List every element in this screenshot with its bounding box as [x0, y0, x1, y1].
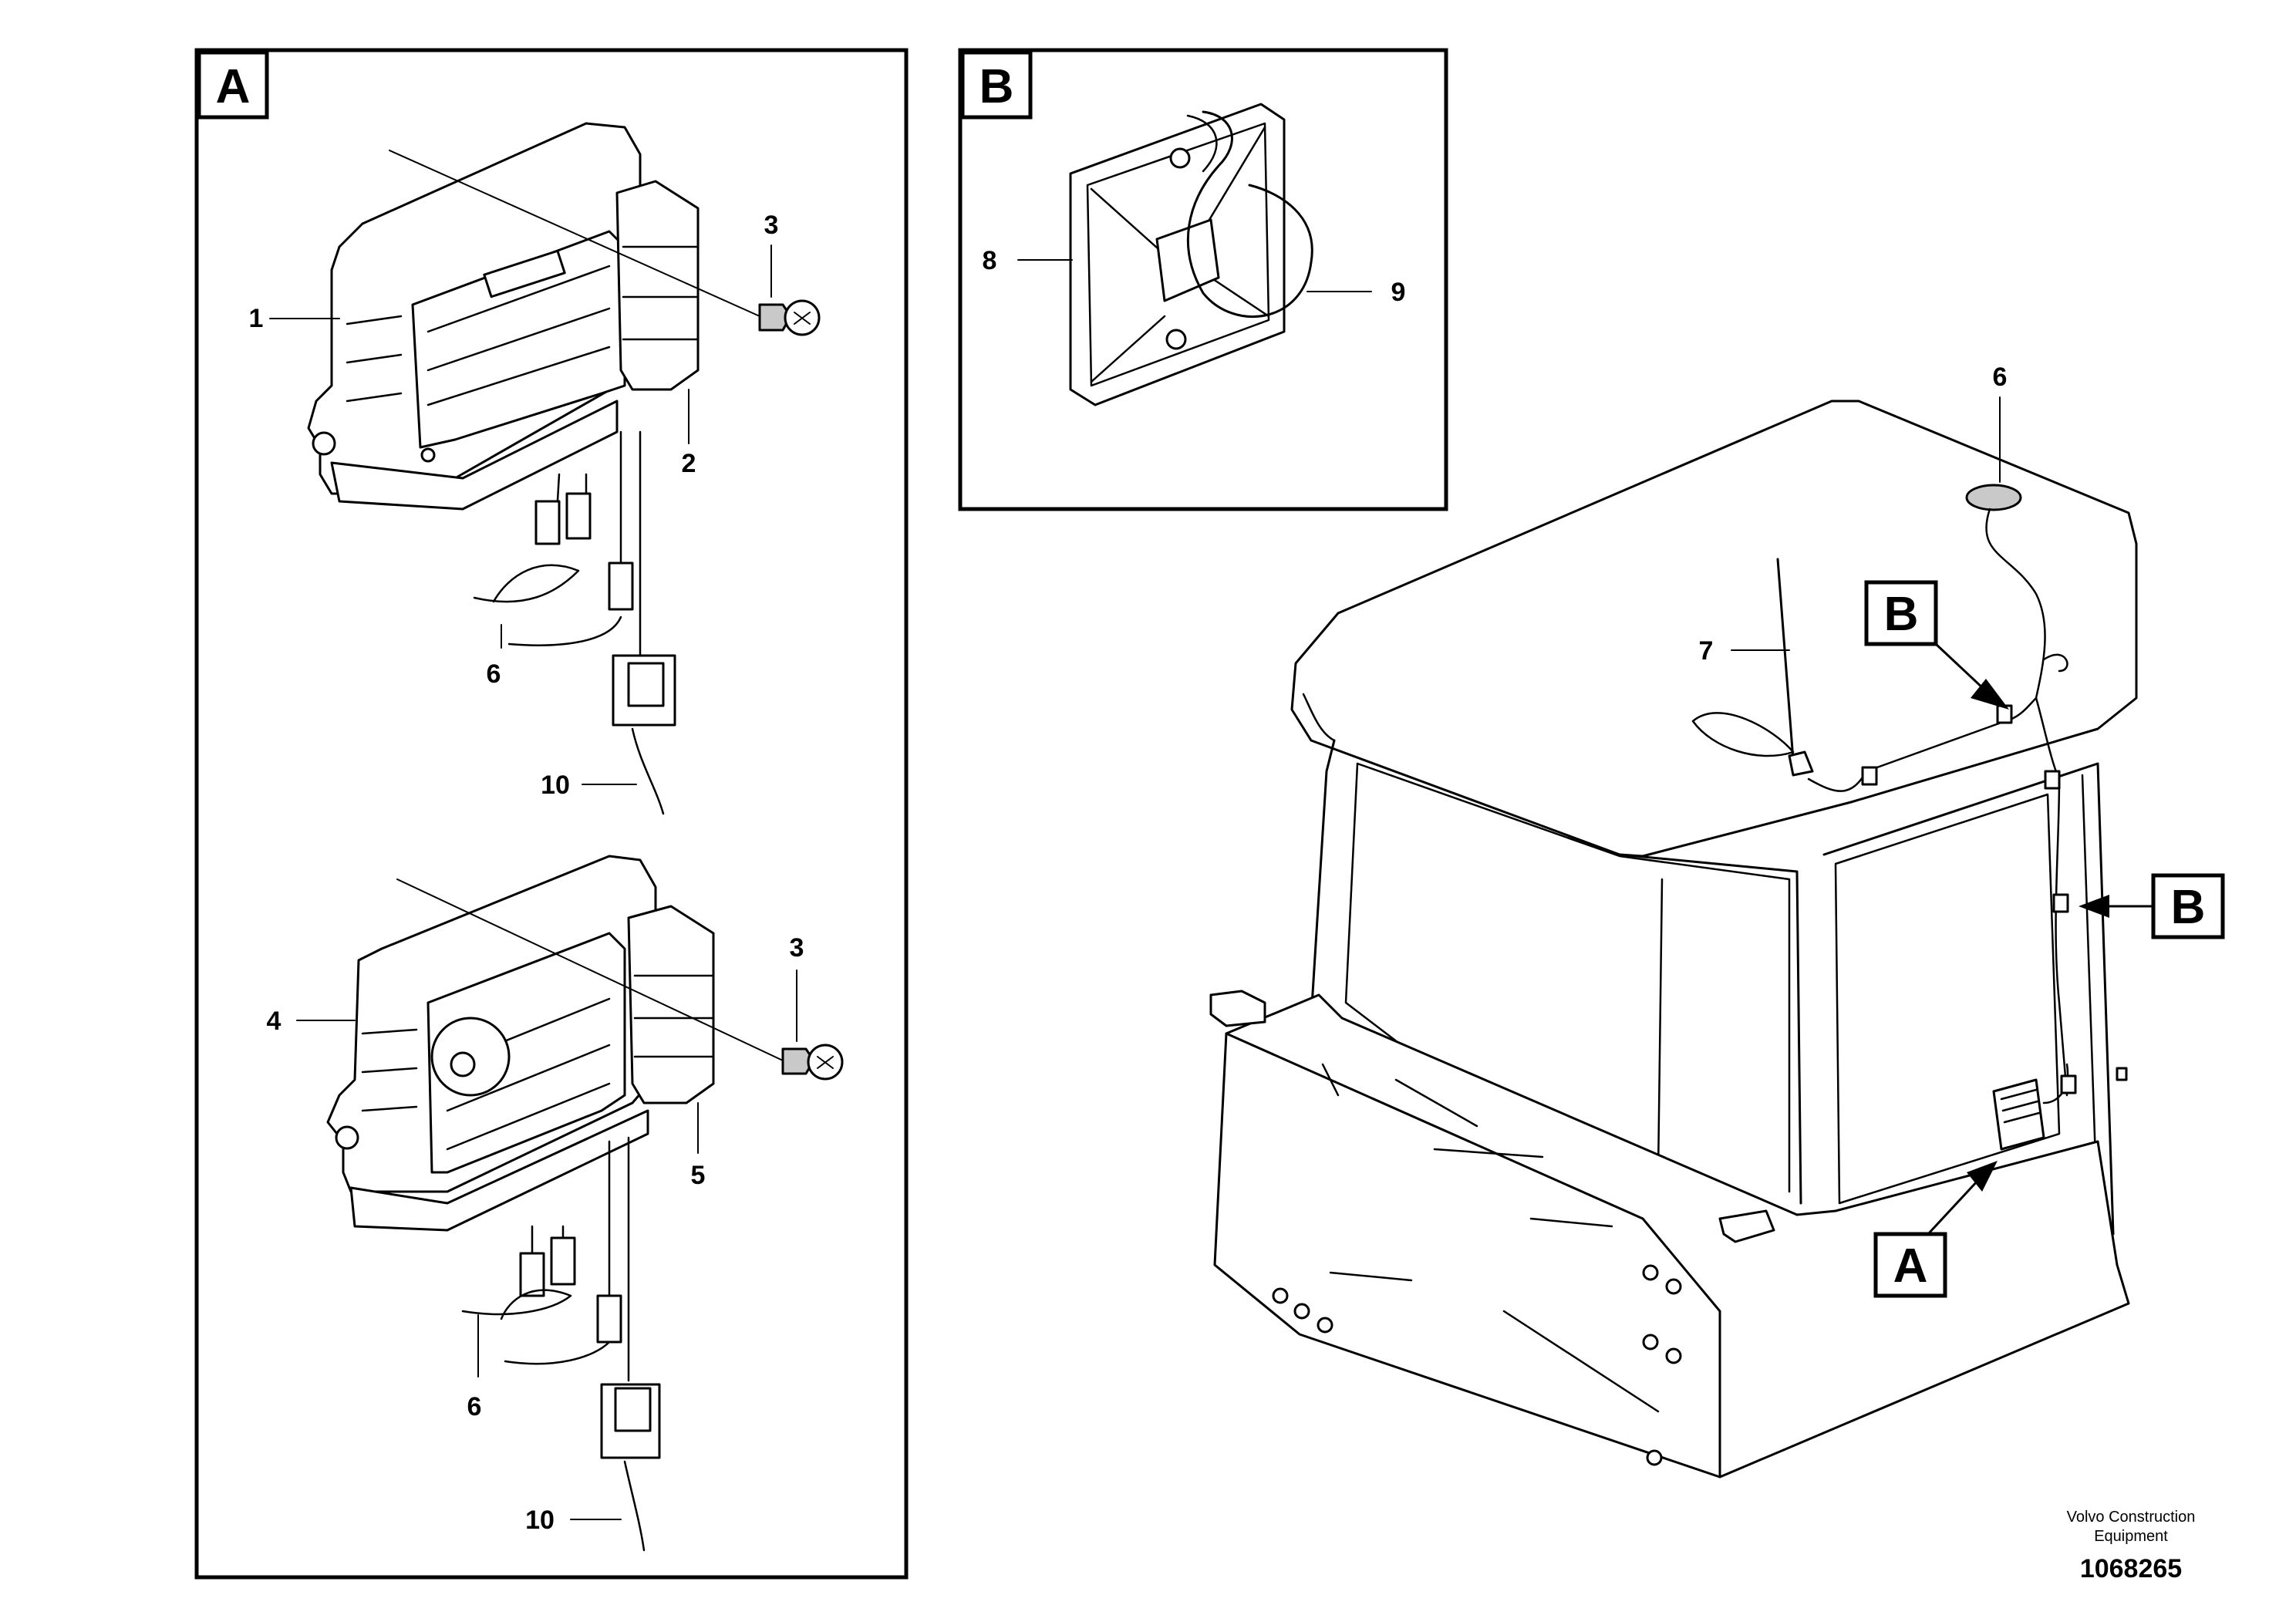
company-line-1: Volvo Construction — [2067, 1509, 2196, 1526]
control-unit-lower — [326, 855, 844, 1552]
doc-number: 1068265 — [2080, 1554, 2182, 1583]
callout-6-cab: 6 — [1993, 363, 2008, 392]
ref-b-top: B — [1884, 588, 1919, 641]
callouts-panel-b: 8 9 — [983, 246, 1406, 307]
panel-a: A — [194, 48, 909, 1580]
callout-7: 7 — [1699, 636, 1714, 666]
callout-10-lower: 10 — [525, 1506, 555, 1535]
panel-b-label: B — [979, 60, 1014, 113]
company-line-2: Equipment — [2094, 1528, 2168, 1545]
callouts-upper: 1 2 3 6 10 — [249, 211, 779, 800]
callout-6-upper: 6 — [487, 659, 501, 689]
callout-2: 2 — [682, 449, 696, 478]
cab-assembly — [1209, 400, 2138, 1479]
callout-3-upper: 3 — [764, 211, 779, 240]
callouts-lower: 4 5 3 6 10 — [267, 933, 804, 1535]
callout-5: 5 — [691, 1161, 706, 1190]
control-unit-upper — [307, 122, 821, 815]
panel-a-label: A — [216, 60, 251, 113]
callout-4: 4 — [267, 1007, 282, 1036]
callout-10-upper: 10 — [541, 771, 570, 800]
callout-3-lower: 3 — [790, 933, 804, 963]
callout-1: 1 — [249, 304, 264, 333]
callout-8: 8 — [983, 246, 997, 275]
ref-a: A — [1893, 1239, 1928, 1293]
footer: Volvo Construction Equipment 1068265 — [2067, 1509, 2196, 1583]
callout-6-lower: 6 — [467, 1392, 482, 1421]
cable-tie-mount — [1069, 103, 1313, 406]
cab-ref-labels: B B A — [1864, 580, 2225, 1298]
cab-callouts: 6 7 — [1699, 363, 2008, 666]
callout-9: 9 — [1391, 278, 1406, 307]
panel-b: B 8 9 — [958, 48, 1448, 511]
ref-b-right: B — [2171, 881, 2206, 934]
